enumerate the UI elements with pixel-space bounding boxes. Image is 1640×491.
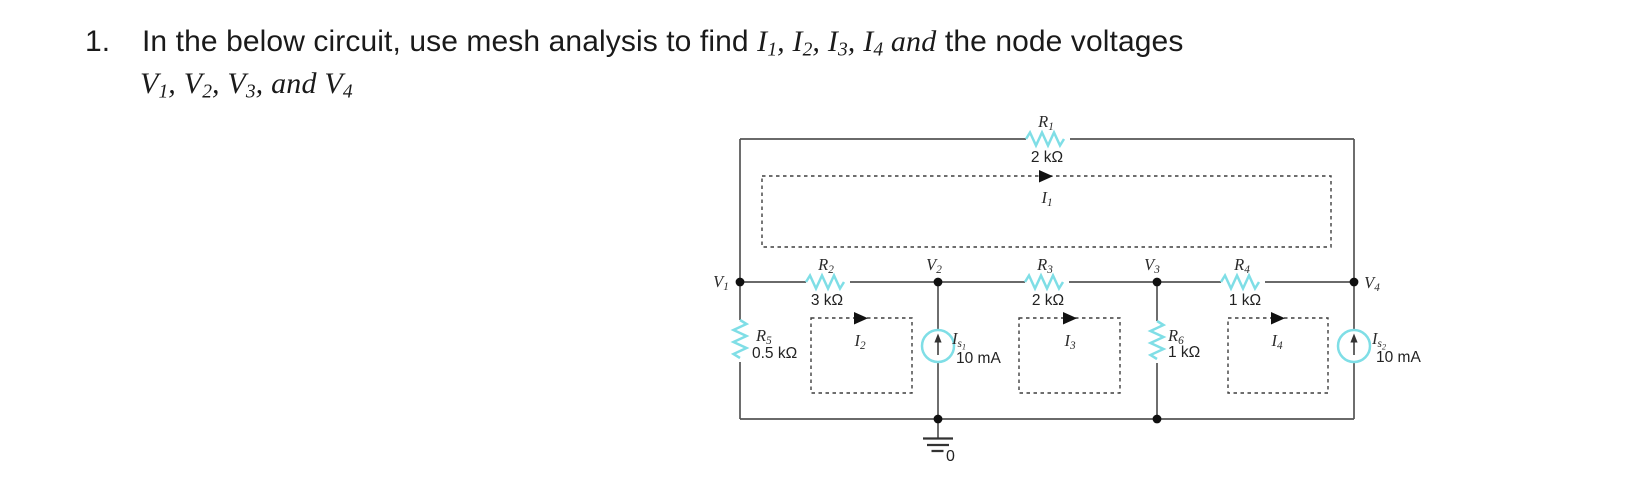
r4-label: R4 bbox=[1234, 255, 1250, 276]
mesh3-loop bbox=[1018, 317, 1121, 394]
is1-arrow-head bbox=[934, 333, 942, 343]
r3-label: R3 bbox=[1037, 255, 1053, 276]
node-v4-dot bbox=[1349, 277, 1359, 287]
r5-label: R5 bbox=[756, 326, 772, 347]
mesh1-arrow-icon bbox=[1039, 170, 1053, 183]
problem-line2: V1, V2, V3, and V4 bbox=[140, 67, 353, 103]
mesh2-loop bbox=[810, 317, 913, 394]
is2-value: 10 mA bbox=[1376, 349, 1421, 366]
resistor-r5-icon bbox=[730, 318, 750, 360]
ground-label: 0 bbox=[946, 448, 955, 465]
line1-math: I1, I2, I3, I4 and bbox=[757, 25, 937, 61]
r5-value: 0.5 kΩ bbox=[752, 345, 798, 362]
resistor-r2-icon bbox=[804, 272, 846, 292]
node-v2-dot bbox=[933, 277, 943, 287]
r1-label: R1 bbox=[1038, 112, 1054, 133]
mesh4-loop bbox=[1227, 317, 1329, 394]
is2-arrow-head bbox=[1350, 333, 1358, 343]
bottom-junction-dot-2 bbox=[1152, 414, 1162, 424]
i2-label: I2 bbox=[854, 331, 866, 352]
is1-value: 10 mA bbox=[956, 350, 1001, 367]
i4-label: I4 bbox=[1271, 331, 1283, 352]
mesh4-arrow-icon bbox=[1271, 312, 1285, 325]
r4-value: 1 kΩ bbox=[1228, 292, 1262, 309]
resistor-r4-icon bbox=[1219, 272, 1261, 292]
line1-prefix: In the below circuit, use mesh analysis … bbox=[142, 25, 758, 58]
bottom-junction-dot-1 bbox=[933, 414, 943, 424]
r6-label: R6 bbox=[1168, 326, 1184, 347]
is1-label: Is1 bbox=[952, 329, 967, 352]
v3-label: V3 bbox=[1144, 255, 1160, 276]
node-v3-dot bbox=[1152, 277, 1162, 287]
i3-label: I3 bbox=[1064, 331, 1076, 352]
is2-label: Is2 bbox=[1372, 329, 1387, 352]
resistor-r1-icon bbox=[1024, 129, 1066, 149]
r6-value: 1 kΩ bbox=[1168, 344, 1201, 361]
ground-icon bbox=[923, 437, 953, 453]
v1-label: V1 bbox=[713, 272, 729, 293]
mesh3-arrow-icon bbox=[1063, 312, 1077, 325]
line1-suffix: the node voltages bbox=[936, 25, 1184, 58]
node-v1-dot bbox=[735, 277, 745, 287]
i1-label: I1 bbox=[1041, 188, 1053, 209]
r2-label: R2 bbox=[818, 255, 834, 276]
mesh2-arrow-icon bbox=[854, 312, 868, 325]
problem-number: 1. bbox=[85, 25, 111, 58]
mesh1-loop bbox=[761, 175, 1332, 248]
r2-value: 3 kΩ bbox=[810, 292, 844, 309]
r1-value: 2 kΩ bbox=[1030, 149, 1064, 166]
resistor-r3-icon bbox=[1023, 272, 1065, 292]
v2-label: V2 bbox=[926, 255, 942, 276]
problem-line1: In the below circuit, use mesh analysis … bbox=[142, 25, 1183, 67]
v4-label: V4 bbox=[1364, 273, 1380, 294]
resistor-r6-icon bbox=[1147, 319, 1167, 361]
r3-value: 2 kΩ bbox=[1031, 292, 1065, 309]
